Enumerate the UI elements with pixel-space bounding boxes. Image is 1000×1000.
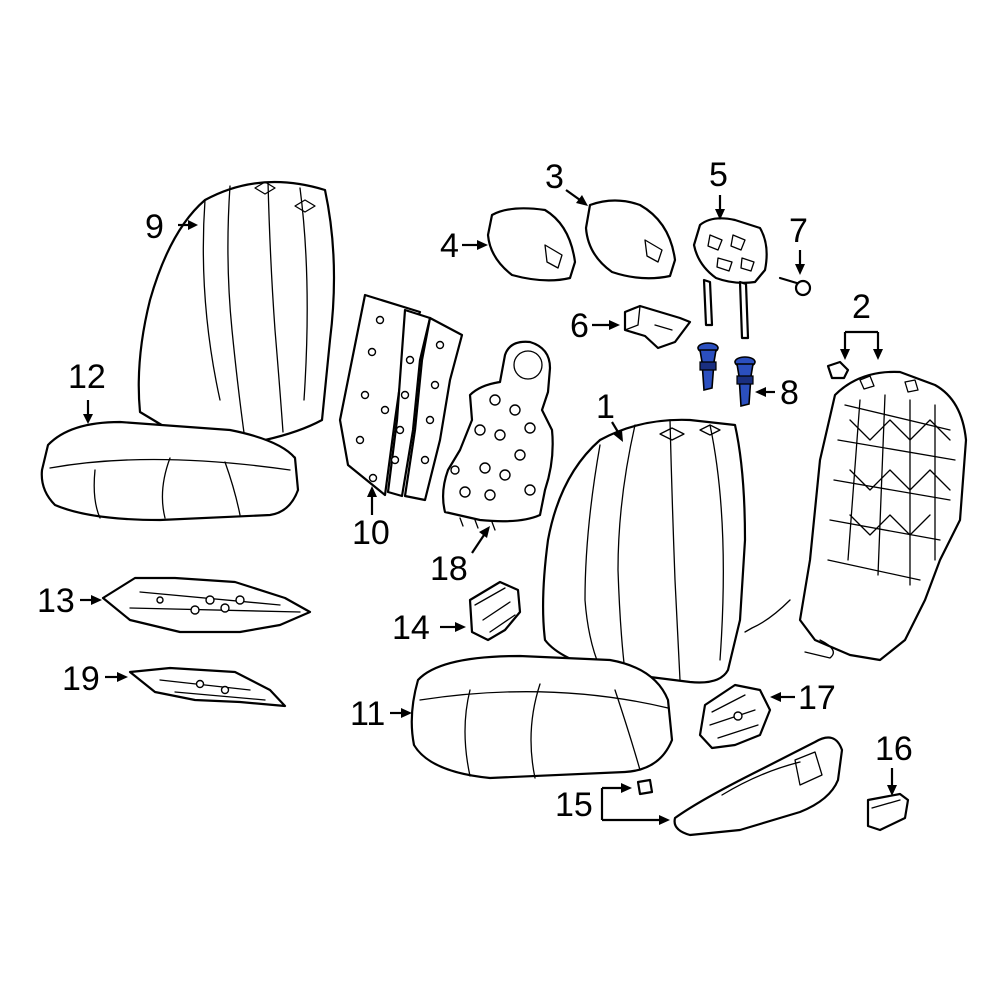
callout-12: 12 [68, 358, 106, 396]
part-11-cushion-cover [410, 654, 674, 780]
part-17-hinge-bracket [698, 683, 772, 750]
part-12-seat-cushion-cover [40, 420, 300, 522]
part-8-headrest-guides [697, 342, 756, 408]
part-1-back-cover [541, 418, 747, 684]
callout-5: 5 [709, 156, 728, 194]
callout-leaders [80, 189, 897, 825]
callout-10: 10 [352, 514, 390, 552]
callout-16: 16 [875, 730, 913, 768]
part-15-side-trim [636, 736, 844, 837]
callout-3: 3 [545, 158, 564, 196]
callout-15: 15 [555, 786, 593, 824]
callout-19: 19 [62, 660, 100, 698]
callout-14: 14 [392, 609, 430, 647]
part-13-cushion-mat [101, 576, 312, 634]
callout-numbers: 9 12 10 18 4 3 5 7 6 8 2 1 14 11 17 15 1… [37, 156, 913, 824]
part-18-back-pad-plate [441, 340, 554, 531]
part-9-seat-back-cover [137, 180, 336, 458]
callout-9: 9 [145, 208, 164, 246]
callout-17: 17 [798, 679, 836, 717]
callout-13: 13 [37, 582, 75, 620]
callout-18: 18 [430, 550, 468, 588]
callout-2: 2 [852, 288, 871, 326]
callout-11: 11 [350, 695, 385, 733]
part-5-headrest-frame [692, 217, 768, 340]
part-7-bolt [778, 276, 812, 297]
part-16-cover [866, 792, 910, 832]
callout-6: 6 [570, 307, 589, 345]
part-6-clip [623, 304, 692, 350]
part-19-seat-plate [128, 666, 287, 708]
part-14-bracket [468, 580, 522, 642]
part-4-headrest-cover [486, 207, 577, 282]
part-2-back-frame [744, 360, 968, 662]
part-3-headrest [584, 199, 677, 280]
callout-7: 7 [789, 212, 808, 250]
callout-1: 1 [596, 388, 615, 426]
callout-8: 8 [780, 374, 799, 412]
part-10-back-pad-panels [338, 293, 464, 502]
callout-4: 4 [440, 227, 459, 265]
